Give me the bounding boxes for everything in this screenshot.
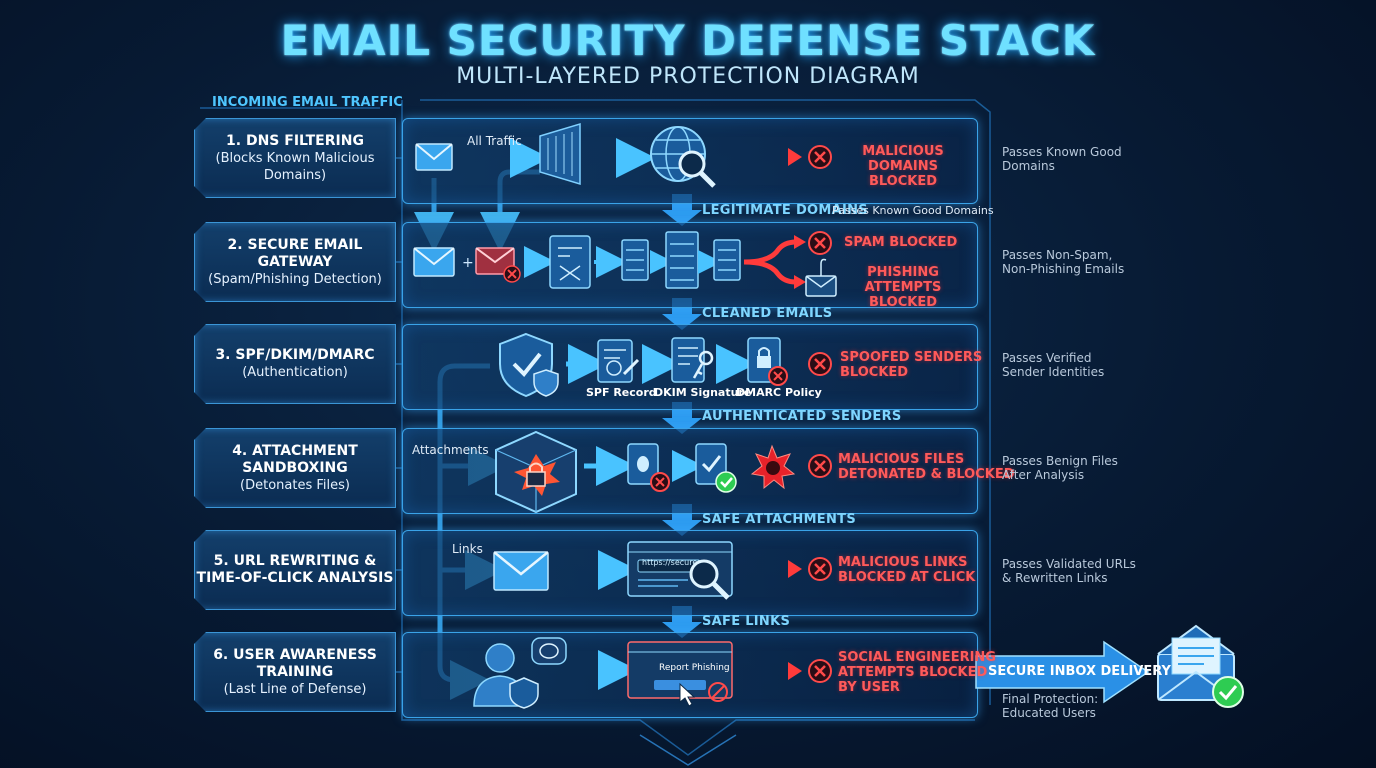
layer-label-training: 6. USER AWARENESS TRAINING (Last Line of… [194,632,396,712]
url-text: https://secure... [642,558,705,567]
blocked-label-spam: SPAM BLOCKED [844,235,958,250]
passes-gateway: Passes Non-Spam,Non-Phishing Emails [1002,248,1125,276]
user-shield-icon [473,643,539,709]
phishing-hook-envelope-icon [805,258,837,297]
layer-label-dns: 1. DNS FILTERING (Blocks Known Malicious… [194,118,396,198]
report-phishing-text: Report Phishing [659,663,730,673]
globe-search-icon [650,126,716,188]
envelope-icon [493,551,549,591]
blocked-x-icon [808,454,832,478]
flow-label-attachments: SAFE ATTACHMENTS [702,512,856,527]
magnifier-icon [689,559,730,600]
secure-inbox-icon [1157,624,1244,708]
server-icon [665,231,699,289]
layer-label-sandbox: 4. ATTACHMENT SANDBOXING (Detonates File… [194,428,396,508]
cursor-icon [679,682,696,707]
layer-label-url: 5. URL REWRITING & TIME-OF-CLICK ANALYSI… [194,530,396,610]
blocked-x-icon [808,231,832,255]
outer-frame [200,99,991,766]
malware-burst-icon [750,444,796,490]
dkim-key-icon [671,337,714,383]
attachments-label: Attachments [412,443,489,457]
flow-label-cleaned: CLEANED EMAILS [702,306,833,321]
blocked-x-icon [808,557,832,581]
passes-url: Passes Validated URLs& Rewritten Links [1002,557,1136,585]
red-split-arrow-icon [743,239,797,285]
page-title: EMAIL SECURITY DEFENSE STACK [280,16,1096,65]
server-icon [621,239,649,281]
shield-check-icon [499,332,559,398]
envelope-icon [415,143,453,171]
links-label: Links [452,542,483,556]
incoming-traffic-label: INCOMING EMAIL TRAFFIC [212,95,403,110]
checked-file-icon [695,443,737,493]
firewall-icon [539,122,581,186]
blocked-x-icon [808,352,832,376]
red-arrow-icon [740,662,802,680]
filter-document-icon [549,235,591,289]
dmarc-caption: DMARC Policy [736,386,822,399]
server-icon [713,239,741,281]
secure-inbox-delivery-label: SECURE INBOX DELIVERY [988,664,1171,679]
brain-chat-icon [531,637,567,665]
blocked-x-icon [808,145,832,169]
sandbox-cube-icon [495,430,577,514]
secure-delivery-arrow [975,640,1150,704]
layer-label-gateway: 2. SECURE EMAIL GATEWAY (Spam/Phishing D… [194,222,396,302]
dmarc-lock-icon [747,337,788,386]
red-arrow-icon [724,148,802,166]
flow-label-authenticated: AUTHENTICATED SENDERS [702,409,902,424]
red-arrow-icon [740,560,802,578]
plus-icon: + [462,255,474,271]
no-phishing-icon [708,682,728,702]
flow-label-legit: LEGITIMATE DOMAINS [702,203,868,218]
flow-note-legit: Passes Known Good Domains [832,204,994,217]
flow-label-links: SAFE LINKS [702,614,791,629]
passes-training: Final Protection:Educated Users [1002,692,1099,720]
phishing-envelope-icon [475,247,521,283]
bug-file-icon [627,443,670,492]
layer-label-auth: 3. SPF/DKIM/DMARC (Authentication) [194,324,396,404]
blocked-x-icon [808,659,832,683]
dkim-caption: DKIM Signature [654,386,752,399]
spf-caption: SPF Record [586,386,657,399]
page-subtitle: MULTI-LAYERED PROTECTION DIAGRAM [456,64,920,89]
envelope-icon [413,247,455,277]
all-traffic-label: All Traffic [467,134,522,148]
spf-document-icon [597,339,640,383]
